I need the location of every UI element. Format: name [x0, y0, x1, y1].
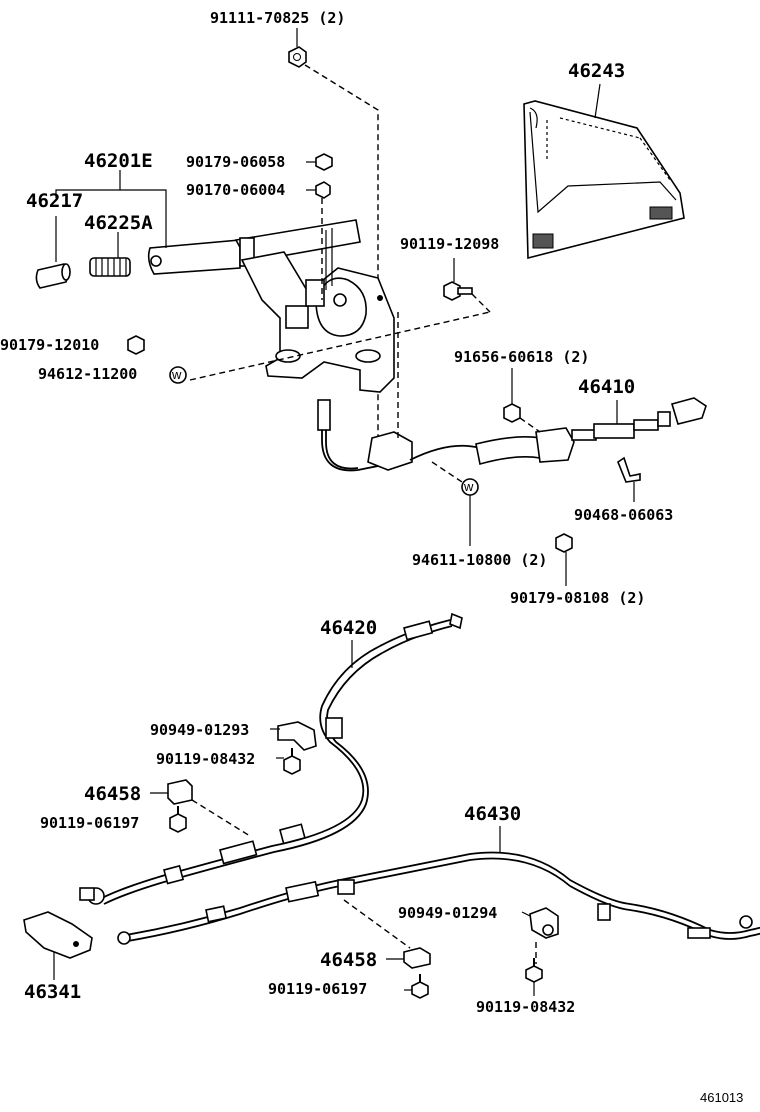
label-90179-08108: 90179-08108 (2)	[510, 589, 645, 607]
label-46458-b: 46458	[320, 949, 377, 971]
label-46217: 46217	[26, 190, 83, 212]
label-91656-60618: 91656-60618 (2)	[454, 348, 589, 366]
leader-46201E-b	[120, 189, 167, 248]
nut-91656-60618	[503, 403, 521, 423]
nut-90170-06004	[315, 181, 331, 199]
label-90179-12010: 90179-12010	[0, 336, 99, 354]
label-46410: 46410	[578, 376, 635, 398]
label-90119-06197-a: 90119-06197	[40, 814, 139, 832]
clip-90468-06063	[617, 456, 641, 483]
label-90119-08432-a: 90119-08432	[156, 750, 255, 768]
label-94611-10800: 94611-10800 (2)	[412, 551, 547, 569]
bracket-90949-01294	[529, 907, 559, 939]
bolt-90119-06197-b	[411, 974, 429, 999]
washer-94611-10800: w	[461, 478, 479, 496]
label-90949-01293: 90949-01293	[150, 721, 249, 739]
dashed-line-46458-b	[343, 899, 411, 949]
dashed-line-washer	[189, 311, 491, 381]
dashed-line-12098	[471, 293, 491, 313]
svg-text:w: w	[171, 367, 182, 382]
leader-46201E-a	[55, 170, 121, 198]
label-46201E: 46201E	[84, 150, 153, 172]
nut-90179-08108	[555, 533, 573, 553]
bracket-46341	[23, 911, 93, 959]
leader-01294	[521, 911, 531, 917]
label-90179-06058: 90179-06058	[186, 153, 285, 171]
console-cover-46243	[523, 100, 685, 260]
label-90119-08432-b: 90119-08432	[476, 998, 575, 1016]
clamp-46458-a	[167, 779, 193, 805]
bolt-90119-12098	[443, 281, 473, 301]
nut-90179-06058	[315, 153, 333, 171]
bolt-90119-08432-a	[283, 748, 301, 775]
rear-cable-46430	[117, 851, 760, 945]
dashed-line-10800	[431, 461, 463, 483]
label-90119-06197-b: 90119-06197	[268, 980, 367, 998]
label-46458-a: 46458	[84, 783, 141, 805]
nut-90179-12010	[127, 335, 145, 355]
label-46420: 46420	[320, 617, 377, 639]
label-46430: 46430	[464, 803, 521, 825]
bolt-90119-08432-b	[525, 958, 543, 983]
rear-cable-46420	[79, 612, 463, 905]
washer-94612-11200: w	[169, 366, 187, 384]
label-46243: 46243	[568, 60, 625, 82]
bolt-90119-06197-a	[169, 806, 187, 833]
dashed-line-60618	[519, 417, 541, 433]
parking-brake-lever-46201E	[147, 219, 395, 393]
label-46225A: 46225A	[84, 212, 153, 234]
label-90119-12098: 90119-12098	[400, 235, 499, 253]
clamp-46458-b	[403, 947, 431, 969]
spring-46225A	[89, 257, 131, 277]
dashed-line-46458-a	[191, 799, 251, 837]
front-cable-46410	[317, 397, 707, 472]
label-90949-01294: 90949-01294	[398, 904, 497, 922]
label-46341: 46341	[24, 981, 81, 1003]
label-90468-06063: 90468-06063	[574, 506, 673, 524]
label-90170-06004: 90170-06004	[186, 181, 285, 199]
knob-46217	[35, 263, 71, 289]
bracket-90949-01293	[277, 721, 317, 751]
label-94612-11200: 94612-11200	[38, 365, 137, 383]
label-91111-70825: 91111-70825 (2)	[210, 9, 345, 27]
svg-text:w: w	[463, 479, 474, 494]
leader-46243	[594, 83, 601, 119]
nut-91111-70825	[288, 46, 307, 68]
figure-id: 461013	[700, 1090, 743, 1105]
